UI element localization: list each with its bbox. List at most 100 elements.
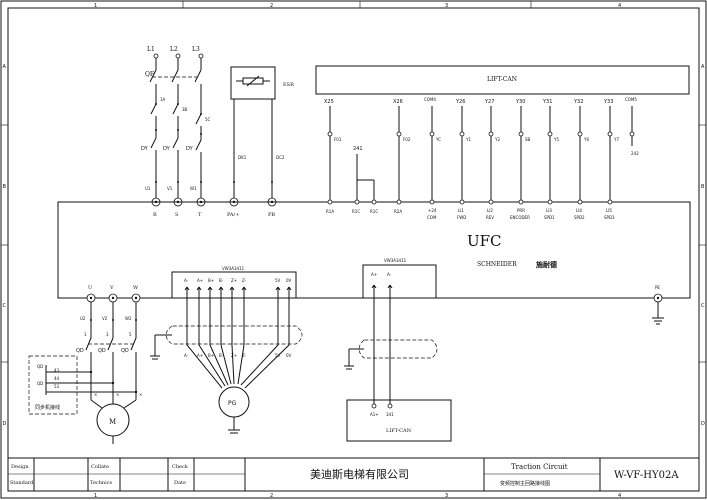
lift-can-pin: X26 <box>393 99 403 105</box>
ufc-io-function: ENCODER <box>510 215 530 220</box>
lift-can-wire: Y5 <box>553 137 559 142</box>
encoder-pin: 5V <box>275 278 281 283</box>
ufc-inverter: UFC SCHNEIDER 施耐德 R1A R1C R1C R2A +24 LI… <box>57 199 691 325</box>
column-label: 3 <box>445 493 448 499</box>
pg-label: PG <box>228 400 237 407</box>
encoder-pin: A- <box>184 278 189 283</box>
row-label: B <box>701 184 705 190</box>
lift-can-pin: Y31 <box>542 99 552 105</box>
title-block: Design Standard Collate Technics Check D… <box>8 457 699 491</box>
encoder-card2-name: VW3A3411 <box>384 258 407 263</box>
title-drawing-name: Traction Circuit <box>511 463 568 471</box>
lift-can-pin: X25 <box>324 99 334 105</box>
encoder-pin: B- <box>219 278 224 283</box>
title-technics: Technics <box>90 480 113 486</box>
ufc-io-function: SPD3 <box>604 215 615 220</box>
ufc-io-terminal: LI1 <box>458 208 464 213</box>
lift-can-wire: SB <box>525 137 531 142</box>
encoder-pin: 0V <box>286 278 292 283</box>
ufc-relay-terminal: R1A <box>326 209 334 214</box>
ufc-io-function: COM <box>427 215 437 220</box>
row-label: C <box>701 303 705 309</box>
column-label: 1 <box>94 3 97 9</box>
motor-encoder-pin: B- <box>219 353 224 358</box>
ufc-io-terminal: +24 <box>428 208 437 213</box>
motor-wire-label: V2 <box>102 316 108 321</box>
title-check: Check <box>172 464 189 470</box>
aux-wire-label: DK1 <box>238 155 247 160</box>
ufc-io-terminal: LI4 <box>576 208 582 213</box>
ufc-io-function: FWD <box>457 215 466 220</box>
sync-contact-label: QD <box>37 381 43 386</box>
sync-number: 43 <box>54 368 60 373</box>
ufc-relay-terminal: R1C <box>352 209 360 214</box>
ufc-input-terminal: T <box>198 212 202 218</box>
brake-resistor-label: ESR <box>283 82 294 88</box>
row-label: C <box>3 303 7 309</box>
motor-encoder-pin: 0V <box>286 353 292 358</box>
motor-contactor-label: QD <box>76 348 84 354</box>
ufc-io-function: REV <box>486 215 494 220</box>
lift-can-wire: F01 <box>334 137 342 142</box>
phase-label: L3 <box>192 46 200 53</box>
input-wire-label: W1 <box>190 186 197 191</box>
row-label: D <box>701 421 705 427</box>
ufc-io-terminal: LI3 <box>546 208 552 213</box>
ufc-relay-terminal: R1C <box>370 209 378 214</box>
lift-can-wire: Y1 <box>465 137 471 142</box>
contactor-label: DY <box>141 146 149 152</box>
motor-label: M <box>109 418 116 426</box>
ufc-input-terminal: S <box>175 212 179 218</box>
motor-wire-label: U2 <box>80 316 86 321</box>
encoder-cable <box>184 286 292 389</box>
lift-can-wire: Y7 <box>613 137 619 142</box>
input-wire-label: U1 <box>145 186 151 191</box>
sync-label: 同步机接线 <box>35 404 60 411</box>
lift-can-bottom-title: LIFT-CAN <box>386 428 412 434</box>
encoder-card-2: VW3A3411 A+ A- <box>344 258 438 409</box>
lift-can-wire: Y2 <box>494 137 500 142</box>
title-drawing-subtitle: 变频控制主回路接线图 <box>500 480 550 487</box>
title-design: Design <box>11 464 29 470</box>
motor-encoder-pin: Z+ <box>231 353 237 358</box>
lift-can-bottom-board: A1+ 341 LIFT-CAN <box>346 399 452 442</box>
motor-wire-label: W2 <box>125 316 132 321</box>
row-label: A <box>3 64 7 70</box>
column-label: 4 <box>618 493 621 499</box>
breaker-label: QF <box>145 71 154 78</box>
row-label: B <box>3 184 7 190</box>
motor-aux-mark: × <box>116 392 119 397</box>
lift-can-pin: COM4 <box>424 97 436 102</box>
mains-supply: L1 L2 L3 QF <box>141 46 285 218</box>
brake-resistor: ESR <box>230 66 294 100</box>
motor-contact-num: 5 <box>129 332 132 337</box>
contact-label: 5C <box>205 117 211 122</box>
encoder-card-1: VW3A3411 A- A+ B+ B- Z+ Z- 5V 0V A- A+ B… <box>150 266 303 434</box>
title-standard: Standard <box>10 480 34 486</box>
encoder-pin: Z- <box>242 278 247 283</box>
title-drawing-number: W-VF-HY02A <box>614 470 679 481</box>
phase-label: L2 <box>170 46 178 53</box>
motor-contact-num: 1 <box>84 332 87 337</box>
lift-can-wire-241: 241 <box>353 146 363 152</box>
ufc-io-function: SPD2 <box>574 215 585 220</box>
column-label: 1 <box>94 493 97 499</box>
input-wire-label: V1 <box>167 186 173 191</box>
ufc-io-terminal: PRR <box>517 208 525 213</box>
ufc-title: UFC <box>467 232 502 250</box>
encoder-card2-pin: A- <box>387 272 392 277</box>
motor-encoder-pin: A- <box>184 353 189 358</box>
lift-can-wire-242: 242 <box>631 151 639 156</box>
title-date: Date <box>174 480 186 486</box>
row-label: D <box>3 421 7 427</box>
ufc-io-terminal: LI2 <box>487 208 493 213</box>
motor-branch: U2 V2 W2 1 3 5 QD QD QD × × × M <box>76 302 142 444</box>
motor-encoder-pin: 5V <box>275 353 281 358</box>
column-label: 4 <box>618 3 621 9</box>
ufc-aux-terminal: PB <box>268 212 275 218</box>
contact-label: 3B <box>182 107 188 112</box>
ufc-brand: SCHNEIDER <box>477 261 517 268</box>
lift-can-bottom-pin: A1+ <box>370 412 379 417</box>
